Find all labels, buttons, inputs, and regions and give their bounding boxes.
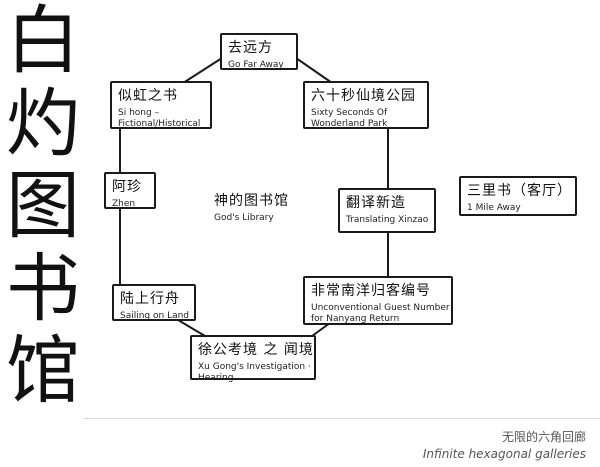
node-label-zh: 三里书（客厅） bbox=[467, 183, 572, 199]
title-char-2: 灼 bbox=[6, 80, 80, 167]
node-label-zh: 阿珍 bbox=[112, 179, 142, 195]
node-label-zh: 去远方 bbox=[228, 40, 273, 56]
node-label-zh: 神的图书馆 bbox=[214, 193, 289, 209]
node-gods-library: 神的图书馆 God's Library bbox=[214, 192, 304, 226]
node-unconventional-guest: 非常南洋归客编号 Unconventional Guest Number for… bbox=[303, 276, 453, 325]
vertical-title: 白 灼 图 书 馆 bbox=[2, 2, 84, 410]
node-label-en: God's Library bbox=[214, 213, 274, 223]
node-one-mile-away: 三里书（客厅） 1 Mile Away bbox=[459, 176, 577, 216]
node-sailing-on-land: 陆上行舟 Sailing on Land bbox=[112, 284, 196, 321]
title-char-5: 馆 bbox=[6, 328, 80, 410]
node-label-zh: 六十秒仙境公园 bbox=[311, 88, 416, 104]
title-char-3: 图 bbox=[6, 163, 80, 249]
title-char-4: 书 bbox=[6, 245, 80, 332]
link-guest-xugong bbox=[311, 322, 331, 337]
node-label-en: Sailing on Land bbox=[120, 311, 190, 321]
node-translating-xinzao: 翻译新造 Translating Xinzao bbox=[338, 188, 436, 233]
node-xu-gong-investigation: 徐公考境 之 闻境 Xu Gong's Investigation · Hear… bbox=[190, 335, 316, 383]
node-sixty-seconds-wonderland: 六十秒仙境公园 Sixty Seconds Of Wonderland Park bbox=[303, 81, 429, 129]
link-goaway-sihong bbox=[179, 57, 223, 86]
caption-zh: 无限的六角回廊 bbox=[501, 430, 586, 444]
link-goaway-sixty bbox=[295, 57, 336, 86]
caption-en: Infinite hexagonal galleries bbox=[422, 447, 586, 461]
node-label-en: Zhen bbox=[112, 199, 136, 209]
node-label-en: Sixty Seconds Of Wonderland Park bbox=[311, 108, 388, 129]
node-label-en: 1 Mile Away bbox=[467, 203, 521, 213]
node-go-far-away: 去远方 Go Far Away bbox=[220, 33, 298, 70]
node-label-zh: 徐公考境 之 闻境 bbox=[198, 342, 314, 358]
node-label-zh: 陆上行舟 bbox=[120, 291, 180, 307]
node-label-zh: 翻译新造 bbox=[346, 195, 406, 211]
node-label-en: Unconventional Guest Number for Nanyang … bbox=[311, 303, 450, 324]
node-a-zhen: 阿珍 Zhen bbox=[104, 172, 156, 209]
node-label-en: Translating Xinzao bbox=[346, 215, 429, 225]
node-label-zh: 非常南洋归客编号 bbox=[311, 283, 431, 299]
caption-divider bbox=[83, 418, 600, 419]
node-label-zh: 似虹之书 bbox=[118, 88, 178, 104]
node-si-hong: 似虹之书 Si hong – Fictional/Historical bbox=[110, 81, 212, 129]
node-label-en: Go Far Away bbox=[228, 60, 284, 70]
title-char-1: 白 bbox=[6, 2, 80, 84]
node-label-en: Xu Gong's Investigation · Hearing bbox=[198, 362, 311, 383]
node-label-en: Si hong – Fictional/Historical bbox=[118, 108, 201, 129]
